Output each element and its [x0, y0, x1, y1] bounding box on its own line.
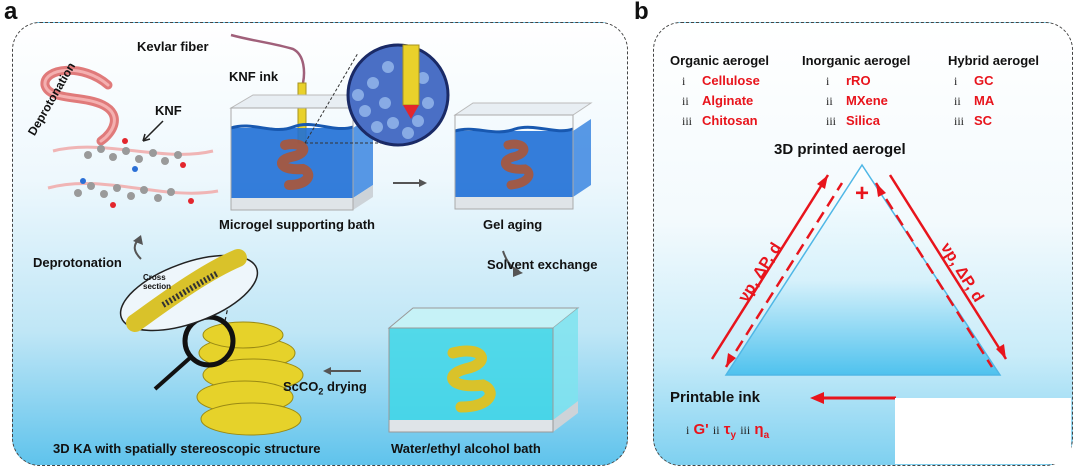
left-dashed-arrow: [724, 182, 844, 368]
water-bath-label: Water/ethyl alcohol bath: [391, 441, 541, 456]
plus-sign: +: [855, 180, 869, 207]
blank-corner-patch: [895, 398, 1071, 464]
water-bath-image: [387, 307, 580, 433]
scco2-drying-label: ScCO2 drying: [283, 379, 367, 397]
knf-ink-label: KNF ink: [229, 69, 279, 84]
kevlar-fiber-label: Kevlar fiber: [137, 39, 209, 54]
knf-label: KNF: [155, 103, 182, 118]
left-solid-arrow: [710, 174, 830, 360]
right-dashed-arrow: [874, 182, 994, 368]
right-solid-arrow: [888, 174, 1008, 360]
microgel-bath-label: Microgel supporting bath: [219, 217, 375, 232]
panel-a-letter: a: [4, 0, 18, 25]
knf-molecule-image: [47, 138, 219, 208]
panel-a: Kevlar fiber KNF ink KNF Deprotonation M…: [12, 22, 628, 466]
panel-b-letter: b: [634, 0, 649, 25]
deprotonation-label: Deprotonation: [33, 255, 122, 270]
ink-props: i G' ii τy iii ηa: [686, 421, 770, 441]
inorganic-aerogel-title: Inorganic aerogel: [802, 53, 911, 68]
3d-ka-label: 3D KA with spatially stereoscopic struct…: [53, 441, 321, 456]
triangle-diagram: + νp, ΔP, d νp, ΔP, d: [710, 163, 1008, 404]
panel-a-illustration: [40, 33, 593, 436]
gel-aging-image: [453, 102, 593, 210]
solvent-exchange-label: Solvent exchange: [487, 257, 598, 272]
printable-ink-label: Printable ink: [670, 389, 761, 406]
apex-label: 3D printed aerogel: [774, 141, 906, 158]
knf-ink-tube: [230, 33, 306, 84]
hybrid-aerogel-title: Hybrid aerogel: [948, 53, 1040, 68]
organic-aerogel-title: Organic aerogel: [670, 53, 769, 68]
gel-aging-label: Gel aging: [483, 217, 543, 232]
